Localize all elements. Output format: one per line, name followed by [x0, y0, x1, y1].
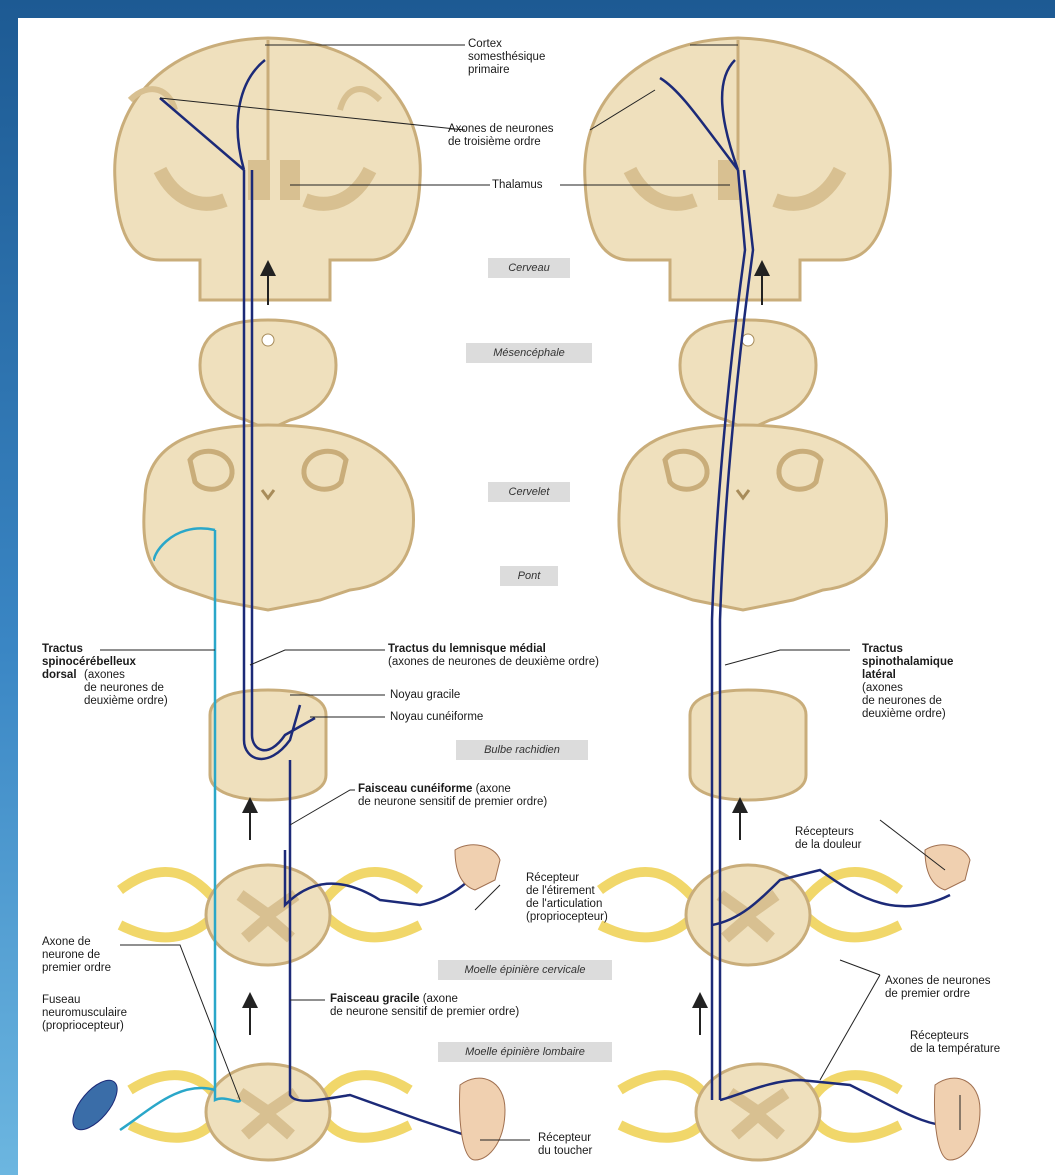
hand-right	[925, 845, 970, 890]
label-axones-troisieme: Axones de neurones de troisième ordre	[448, 123, 554, 149]
label-faisceau-gracile: Faisceau gracile (axone de neurone sensi…	[330, 993, 519, 1019]
spinal-cord-cervical-left	[120, 865, 420, 965]
label-recepteurs-douleur: Récepteurs de la douleur	[795, 826, 862, 852]
label-recepteur-toucher: Récepteur du toucher	[538, 1132, 592, 1158]
level-moelle-cervicale: Moelle épinière cervicale	[438, 960, 612, 980]
spinal-cord-lumbar-left	[130, 1064, 410, 1160]
level-mesencephale: Mésencéphale	[466, 343, 592, 363]
cerebellum-section-right	[619, 425, 887, 610]
level-moelle-lombaire: Moelle épinière lombaire	[438, 1042, 612, 1062]
label-faisceau-cuneiforme: Faisceau cunéiforme (axone de neurone se…	[358, 783, 547, 809]
label-faisceau-gracile-title: Faisceau gracile	[330, 993, 420, 1005]
label-axone-premier-ordre: Axone de neurone de premier ordre	[42, 936, 111, 975]
level-cerveau: Cerveau	[488, 258, 570, 278]
label-spinothalamique: Tractus spinothalamique latéral (axones …	[862, 643, 953, 721]
hand-left	[455, 845, 500, 890]
label-recepteurs-temperature: Récepteurs de la température	[910, 1030, 1000, 1056]
spinal-cord-cervical-right	[600, 865, 900, 965]
label-spinothalamique-title: Tractus spinothalamique latéral	[862, 643, 953, 682]
medulla-section-right	[690, 690, 806, 800]
label-fuseau: Fuseau neuromusculaire (propriocepteur)	[42, 994, 127, 1033]
label-recepteur-etirement: Récepteur de l'étirement de l'articulati…	[526, 872, 608, 924]
label-axones-premier-ordre: Axones de neurones de premier ordre	[885, 975, 991, 1001]
label-faisceau-cuneiforme-title: Faisceau cunéiforme	[358, 783, 472, 795]
muscle-spindle	[65, 1073, 125, 1137]
level-pont: Pont	[500, 566, 558, 586]
midbrain-section-left	[200, 320, 336, 430]
label-lemnisque-sub: (axones de neurones de deuxième ordre)	[388, 656, 599, 668]
foot-left	[460, 1078, 505, 1160]
label-lemnisque-title: Tractus du lemnisque médial	[388, 643, 546, 655]
level-bulbe: Bulbe rachidien	[456, 740, 588, 760]
cerebellum-section-left	[144, 425, 414, 610]
brain-section-left	[115, 38, 421, 300]
foot-right	[935, 1078, 980, 1160]
spinocerebellar-pathway	[120, 528, 240, 1130]
label-thalamus: Thalamus	[492, 179, 543, 192]
label-noyau-gracile: Noyau gracile	[390, 689, 460, 702]
label-noyau-cuneiforme: Noyau cunéiforme	[390, 711, 483, 724]
label-spinothalamique-sub: (axones de neurones de deuxième ordre)	[862, 682, 953, 721]
label-tractus-spinocerebelleux: Tractus spinocérébelleux dorsal (axones …	[42, 643, 168, 708]
label-cortex: Cortex somesthésique primaire	[468, 38, 545, 77]
label-lemnisque: Tractus du lemnisque médial (axones de n…	[388, 643, 599, 669]
spinal-cord-lumbar-right	[620, 1064, 900, 1160]
level-cervelet: Cervelet	[488, 482, 570, 502]
midbrain-section-right	[680, 320, 816, 430]
medulla-section-left	[210, 690, 326, 800]
